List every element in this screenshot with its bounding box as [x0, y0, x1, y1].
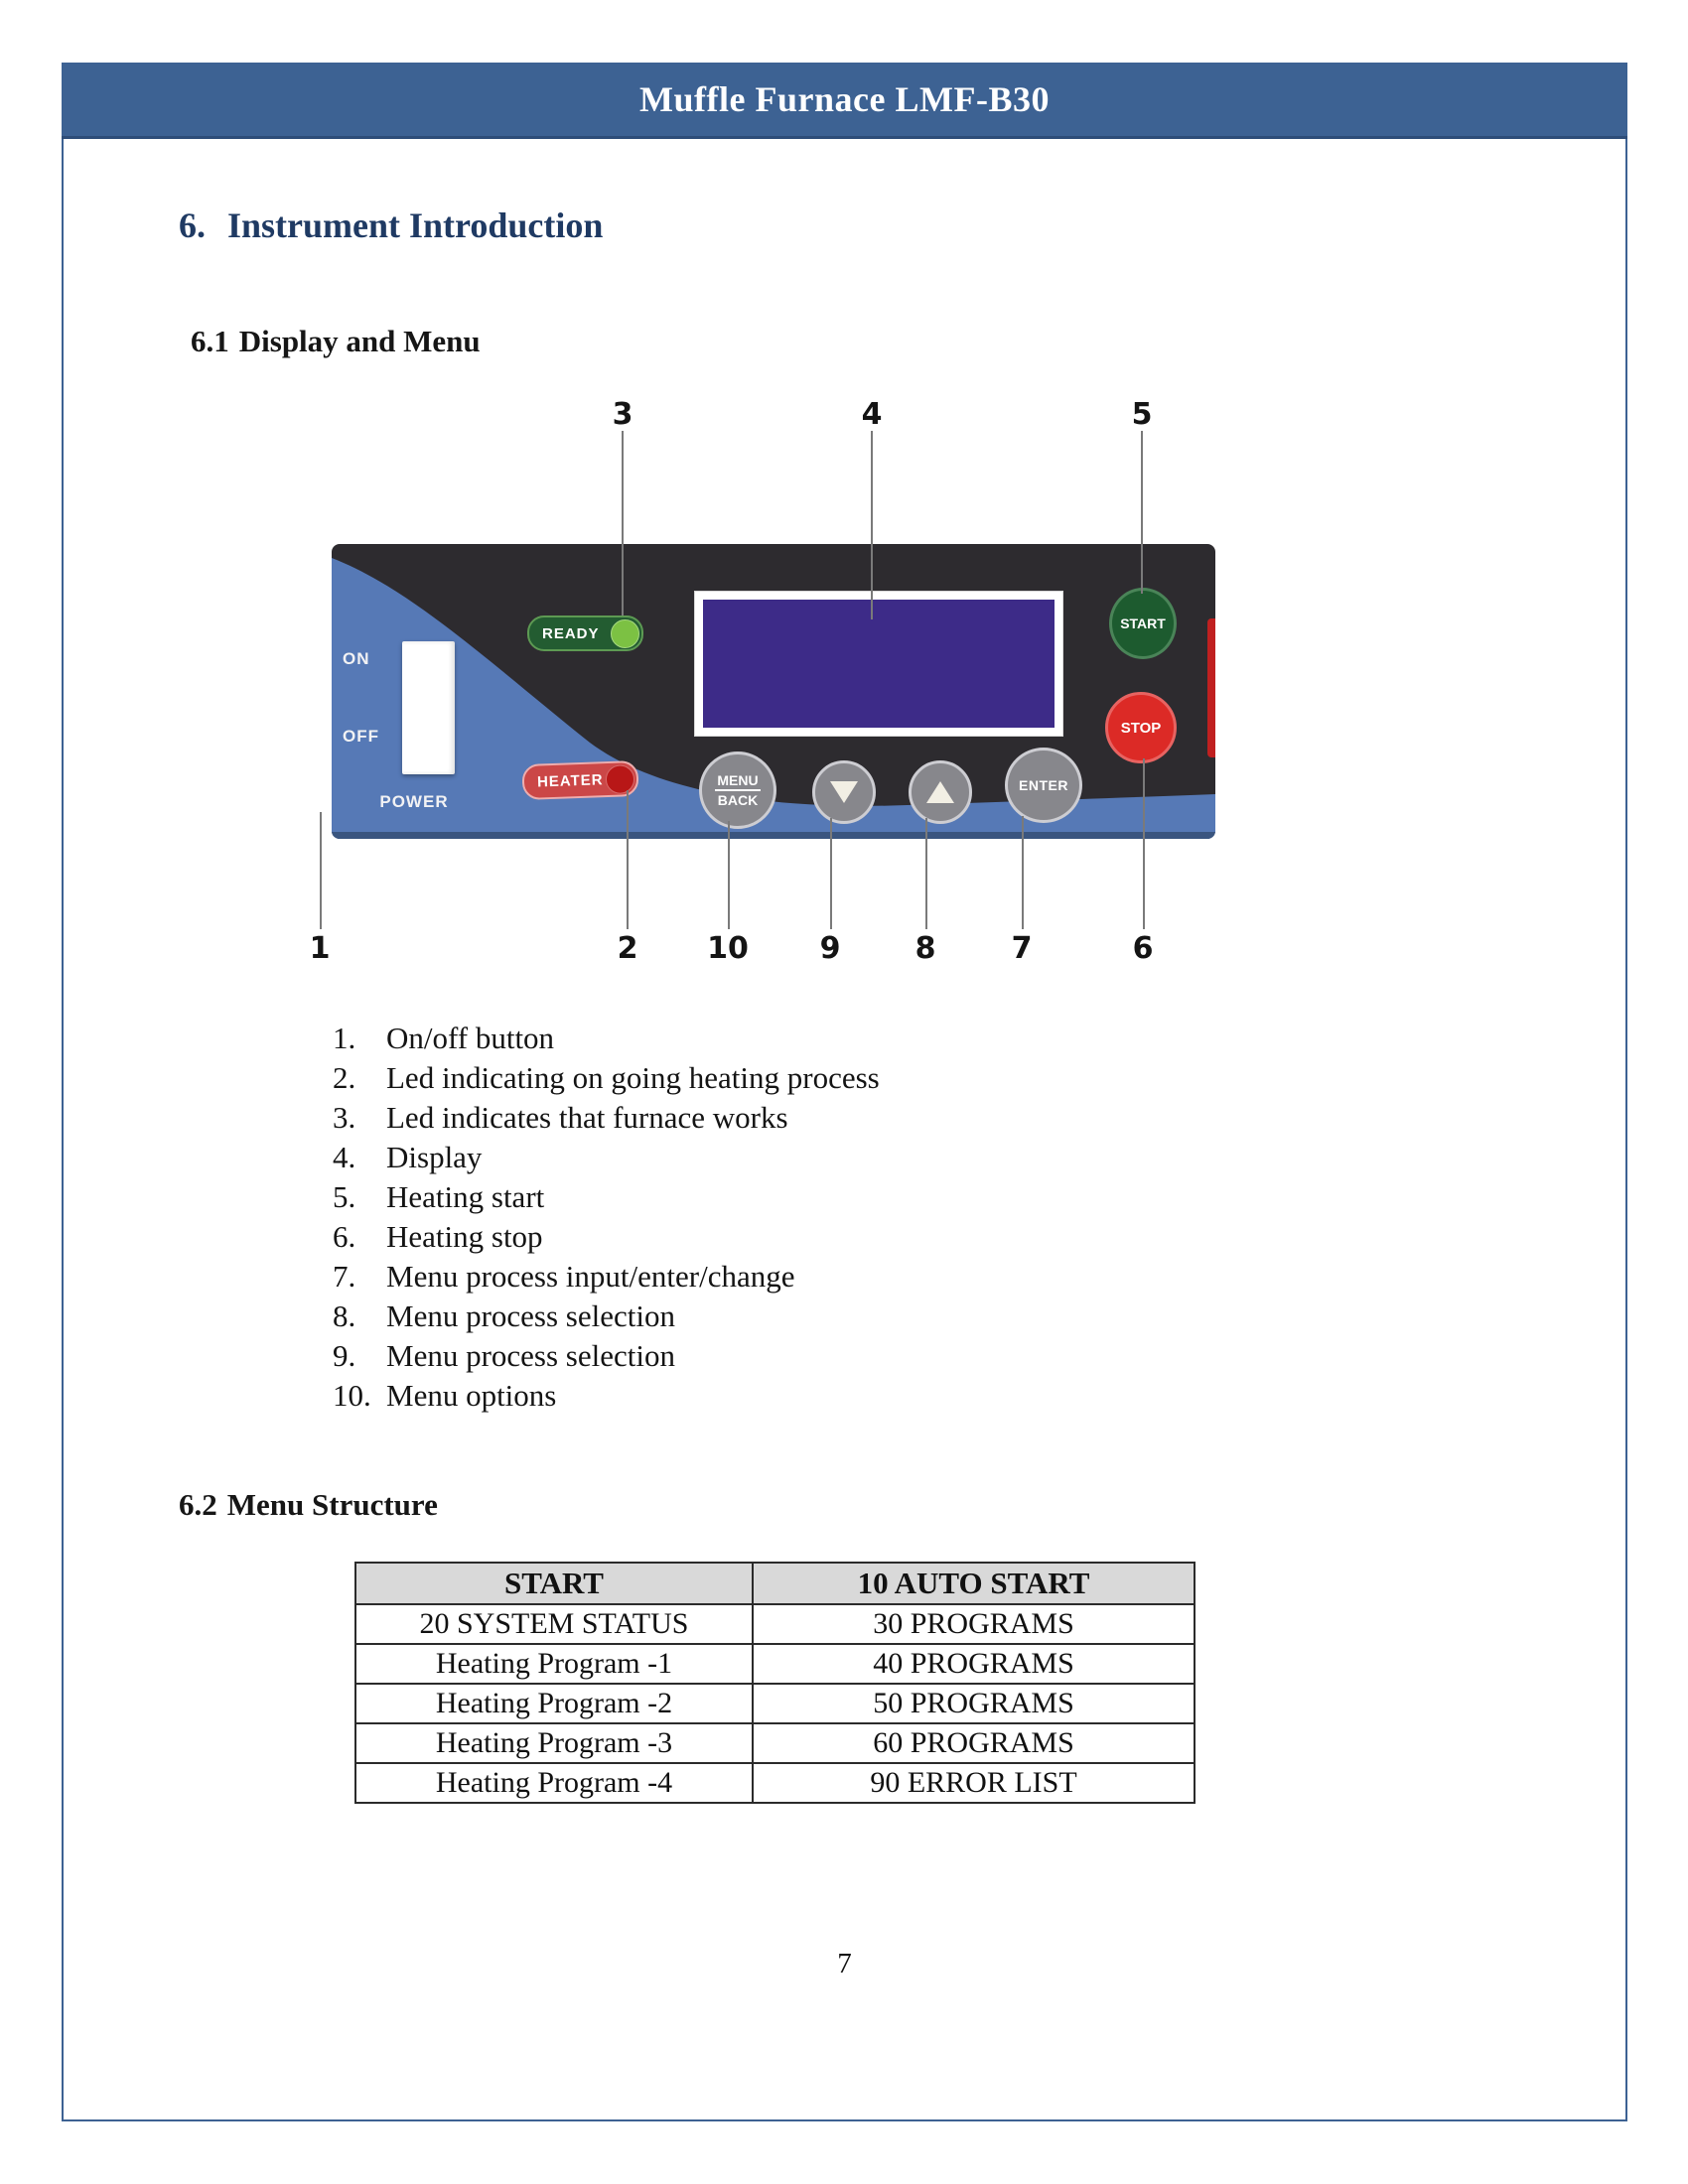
table-row: Heating Program -3 60 PROGRAMS: [354, 1722, 1196, 1764]
legend-item: 3.Led indicates that furnace works: [333, 1100, 788, 1135]
panel-edge-red-strip: [1207, 618, 1215, 757]
legend-item: 1.On/off button: [333, 1021, 555, 1055]
table-cell: 30 PROGRAMS: [752, 1603, 1196, 1645]
callout-number-4: 4: [861, 397, 883, 432]
callout-number-8: 8: [914, 931, 936, 966]
table-cell: Heating Program -1: [354, 1643, 754, 1685]
menu-back-button: MENU BACK: [699, 751, 776, 829]
callout-line-3: [622, 431, 624, 615]
arrow-up-icon: [926, 781, 954, 803]
legend-item: 8.Menu process selection: [333, 1298, 675, 1333]
power-switch: [402, 641, 455, 774]
enter-button: ENTER: [1005, 748, 1082, 823]
heater-label: HEATER: [536, 770, 604, 791]
section-title: Instrument Introduction: [227, 205, 604, 245]
callout-number-10: 10: [707, 931, 749, 966]
power-label: POWER: [379, 792, 449, 811]
subsection-number: 6.2: [179, 1487, 217, 1522]
callout-number-7: 7: [1011, 931, 1033, 966]
table-cell: 20 SYSTEM STATUS: [354, 1603, 754, 1645]
start-button: START: [1109, 588, 1177, 659]
callout-number-6: 6: [1132, 931, 1154, 966]
section-heading: 6. Instrument Introduction: [179, 205, 603, 246]
callout-line-10: [728, 821, 730, 929]
control-panel-figure: ON OFF POWER READY HEATER START STOP MEN…: [332, 544, 1215, 839]
callout-number-1: 1: [309, 931, 331, 966]
page-number: 7: [837, 1948, 852, 1979]
table-cell: 50 PROGRAMS: [752, 1683, 1196, 1724]
table-header-cell: START: [354, 1562, 754, 1605]
callout-line-9: [830, 818, 832, 929]
table-header-row: START 10 AUTO START: [354, 1562, 1196, 1605]
heater-led-icon: [605, 763, 635, 794]
callout-number-2: 2: [617, 931, 638, 966]
callout-line-5: [1141, 431, 1143, 594]
table-header-cell: 10 AUTO START: [752, 1562, 1196, 1605]
menu-label: MENU: [717, 772, 759, 788]
table-cell: Heating Program -4: [354, 1762, 754, 1804]
table-cell: Heating Program -2: [354, 1683, 754, 1724]
subsection-heading-menu-structure: 6.2 Menu Structure: [179, 1487, 438, 1523]
callout-number-3: 3: [612, 397, 633, 432]
callout-line-2: [627, 790, 629, 929]
subsection-title: Menu Structure: [226, 1487, 438, 1522]
table-cell: Heating Program -3: [354, 1722, 754, 1764]
arrow-up-button: [909, 760, 972, 824]
table-cell: 60 PROGRAMS: [752, 1722, 1196, 1764]
table-cell: 90 ERROR LIST: [752, 1762, 1196, 1804]
ready-led-icon: [611, 618, 639, 648]
callout-number-9: 9: [819, 931, 841, 966]
menu-back-divider: [715, 789, 761, 791]
table-row: Heating Program -4 90 ERROR LIST: [354, 1762, 1196, 1804]
callout-number-5: 5: [1131, 397, 1153, 432]
callout-line-6: [1143, 758, 1145, 929]
callout-line-4: [871, 431, 873, 619]
legend-item: 4.Display: [333, 1140, 483, 1174]
legend-item: 7.Menu process input/enter/change: [333, 1259, 795, 1294]
callout-line-8: [925, 818, 927, 929]
header-bar: Muffle Furnace LMF-B30: [62, 63, 1627, 139]
legend-item: 10.Menu options: [333, 1378, 557, 1413]
arrow-down-button: [812, 760, 876, 824]
ready-label: READY: [542, 624, 600, 642]
callout-line-1: [320, 812, 322, 929]
on-label: ON: [343, 649, 370, 668]
legend-item: 2.Led indicating on going heating proces…: [333, 1060, 880, 1095]
subsection-heading-display-and-menu: 6.1 Display and Menu: [191, 324, 481, 359]
arrow-down-icon: [830, 781, 858, 803]
section-number: 6.: [179, 205, 206, 245]
back-label: BACK: [717, 792, 759, 808]
off-label: OFF: [343, 727, 379, 746]
legend-item: 5.Heating start: [333, 1179, 545, 1214]
table-cell: 40 PROGRAMS: [752, 1643, 1196, 1685]
callout-line-7: [1022, 816, 1024, 929]
table-row: Heating Program -2 50 PROGRAMS: [354, 1683, 1196, 1724]
legend-list: 1.On/off button 2.Led indicating on goin…: [333, 1019, 880, 1416]
legend-item: 6.Heating stop: [333, 1219, 543, 1254]
ready-indicator: READY: [527, 615, 643, 651]
document-title: Muffle Furnace LMF-B30: [639, 79, 1050, 119]
subsection-number: 6.1: [191, 324, 229, 358]
heater-indicator: HEATER: [521, 759, 639, 801]
table-row: Heating Program -1 40 PROGRAMS: [354, 1643, 1196, 1685]
table-row: 20 SYSTEM STATUS 30 PROGRAMS: [354, 1603, 1196, 1645]
legend-item: 9.Menu process selection: [333, 1338, 675, 1373]
stop-button: STOP: [1105, 692, 1177, 763]
menu-structure-table: START 10 AUTO START 20 SYSTEM STATUS 30 …: [354, 1562, 1196, 1804]
subsection-title: Display and Menu: [238, 324, 481, 358]
display-screen: [695, 592, 1062, 736]
